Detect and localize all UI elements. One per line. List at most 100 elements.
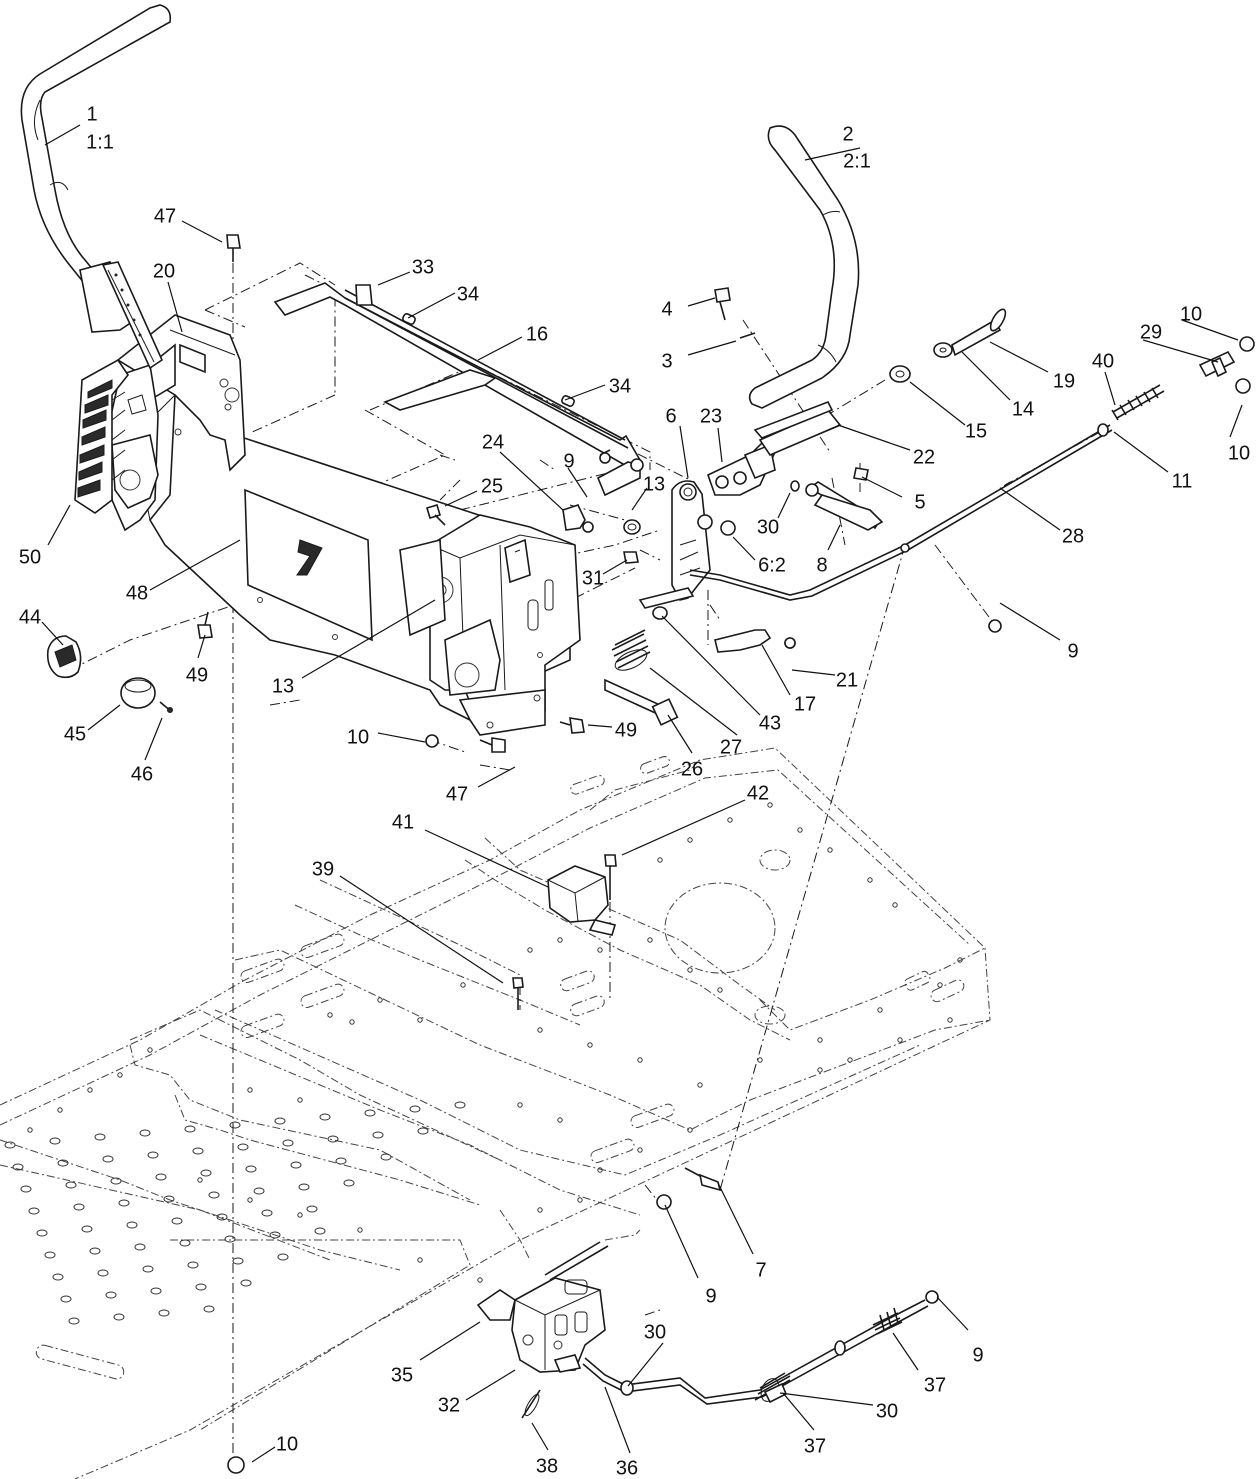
deck-perforation	[184, 1125, 196, 1133]
frame-hole	[557, 1117, 563, 1123]
callout-label: 2:1	[843, 150, 871, 172]
deck-perforation	[158, 1309, 170, 1317]
frame-hole	[557, 937, 563, 943]
callout-leader	[664, 1204, 699, 1279]
callout-label: 38	[536, 1455, 558, 1477]
deck-perforation	[187, 1261, 199, 1269]
deck-perforation	[4, 1141, 16, 1149]
callout-leader	[804, 147, 861, 161]
callout-leader	[444, 490, 478, 507]
callout-leader	[499, 451, 564, 511]
deck-perforation	[134, 1243, 146, 1251]
deck-perforation	[68, 1317, 80, 1325]
spring-tensioner	[1097, 336, 1255, 437]
deck-perforation	[44, 1251, 56, 1259]
callout-leader	[827, 524, 841, 551]
ball-joint	[684, 1167, 722, 1192]
callout-leader	[777, 492, 791, 519]
frame-hole	[327, 1012, 333, 1018]
callout-label: 50	[19, 546, 41, 568]
frame-hole	[377, 997, 383, 1003]
frame-hole	[517, 1102, 523, 1108]
frame-hole	[867, 877, 873, 883]
control-arm-assembly	[671, 400, 842, 601]
deck-perforation	[208, 1191, 220, 1199]
callout-label: 9	[1067, 640, 1078, 662]
callout-label: 9	[972, 1344, 983, 1366]
callout-label: 36	[616, 1457, 638, 1479]
frame-hole	[797, 827, 803, 833]
callout-label: 16	[526, 323, 548, 345]
callout-label: 33	[412, 256, 434, 278]
deck-perforation	[274, 1117, 286, 1125]
callout-leader	[989, 341, 1049, 373]
deck-perforation	[105, 1291, 117, 1299]
callout-leader	[197, 634, 206, 659]
frame-hole	[477, 1277, 483, 1283]
hydro-pump	[476, 1241, 609, 1419]
deck-perforation	[261, 1209, 273, 1217]
frame-hole	[717, 987, 723, 993]
callout-leader	[47, 504, 71, 546]
frame-hole	[537, 1207, 543, 1213]
frame-hole	[460, 982, 466, 988]
deck-perforation	[195, 1283, 207, 1291]
callout-leader	[837, 424, 911, 451]
callout-label: 10	[1180, 303, 1202, 325]
frame-hole	[892, 902, 898, 908]
frame-hole	[537, 1027, 543, 1033]
callout-label: 35	[391, 1364, 413, 1386]
callout-leader	[407, 292, 456, 319]
callout-label: 42	[747, 782, 769, 804]
frame-hole	[197, 1177, 203, 1183]
deck-perforation	[200, 1169, 212, 1177]
callout-leader	[602, 559, 628, 575]
frame-hole	[957, 957, 963, 963]
frame-hole	[577, 1197, 583, 1203]
callout-leader	[782, 1392, 815, 1431]
linkage-rods	[638, 424, 1113, 653]
frame-hole	[897, 1037, 903, 1043]
callout-label: 27	[720, 736, 742, 758]
callout-label: 49	[186, 664, 208, 686]
callout-label: 43	[759, 712, 781, 734]
frame-hole	[767, 802, 773, 808]
callout-leader	[1104, 371, 1116, 406]
callout-label: 9	[705, 1285, 716, 1307]
deck-perforation	[253, 1187, 265, 1195]
callout-label: 6:2	[758, 554, 786, 576]
callout-label: 49	[615, 719, 637, 741]
callout-leader	[936, 1296, 969, 1331]
frame-hole	[417, 1257, 423, 1263]
mount-bracket	[547, 865, 617, 936]
knob-assembly	[46, 635, 173, 713]
callout-leader	[41, 621, 64, 646]
callout-leader	[477, 766, 516, 788]
frame-hole	[117, 1072, 123, 1078]
frame-hole	[757, 1057, 763, 1063]
pins	[402, 313, 575, 407]
callout-leader	[251, 1446, 276, 1463]
frame-hole	[417, 1017, 423, 1023]
callout-leader	[791, 669, 836, 676]
deck-perforation	[454, 1101, 466, 1109]
frame-hole	[527, 947, 533, 953]
spring	[611, 629, 651, 671]
callout-label: 17	[794, 693, 816, 715]
callout-leader	[679, 425, 689, 479]
callout-label: 47	[154, 205, 176, 227]
callout-label: 10	[347, 726, 369, 748]
deck-perforation	[49, 1137, 61, 1145]
callout-label: 8	[816, 554, 827, 576]
callout-leader	[732, 536, 756, 561]
frame-hole	[637, 1057, 643, 1063]
deck-perforation	[306, 1205, 318, 1213]
frame-hole	[937, 982, 943, 988]
callout-label: 1:1	[86, 131, 114, 153]
callout-label: 44	[19, 606, 41, 628]
deck-perforation	[97, 1269, 109, 1277]
callout-leader	[909, 381, 966, 426]
callout-label: 13	[643, 473, 665, 495]
